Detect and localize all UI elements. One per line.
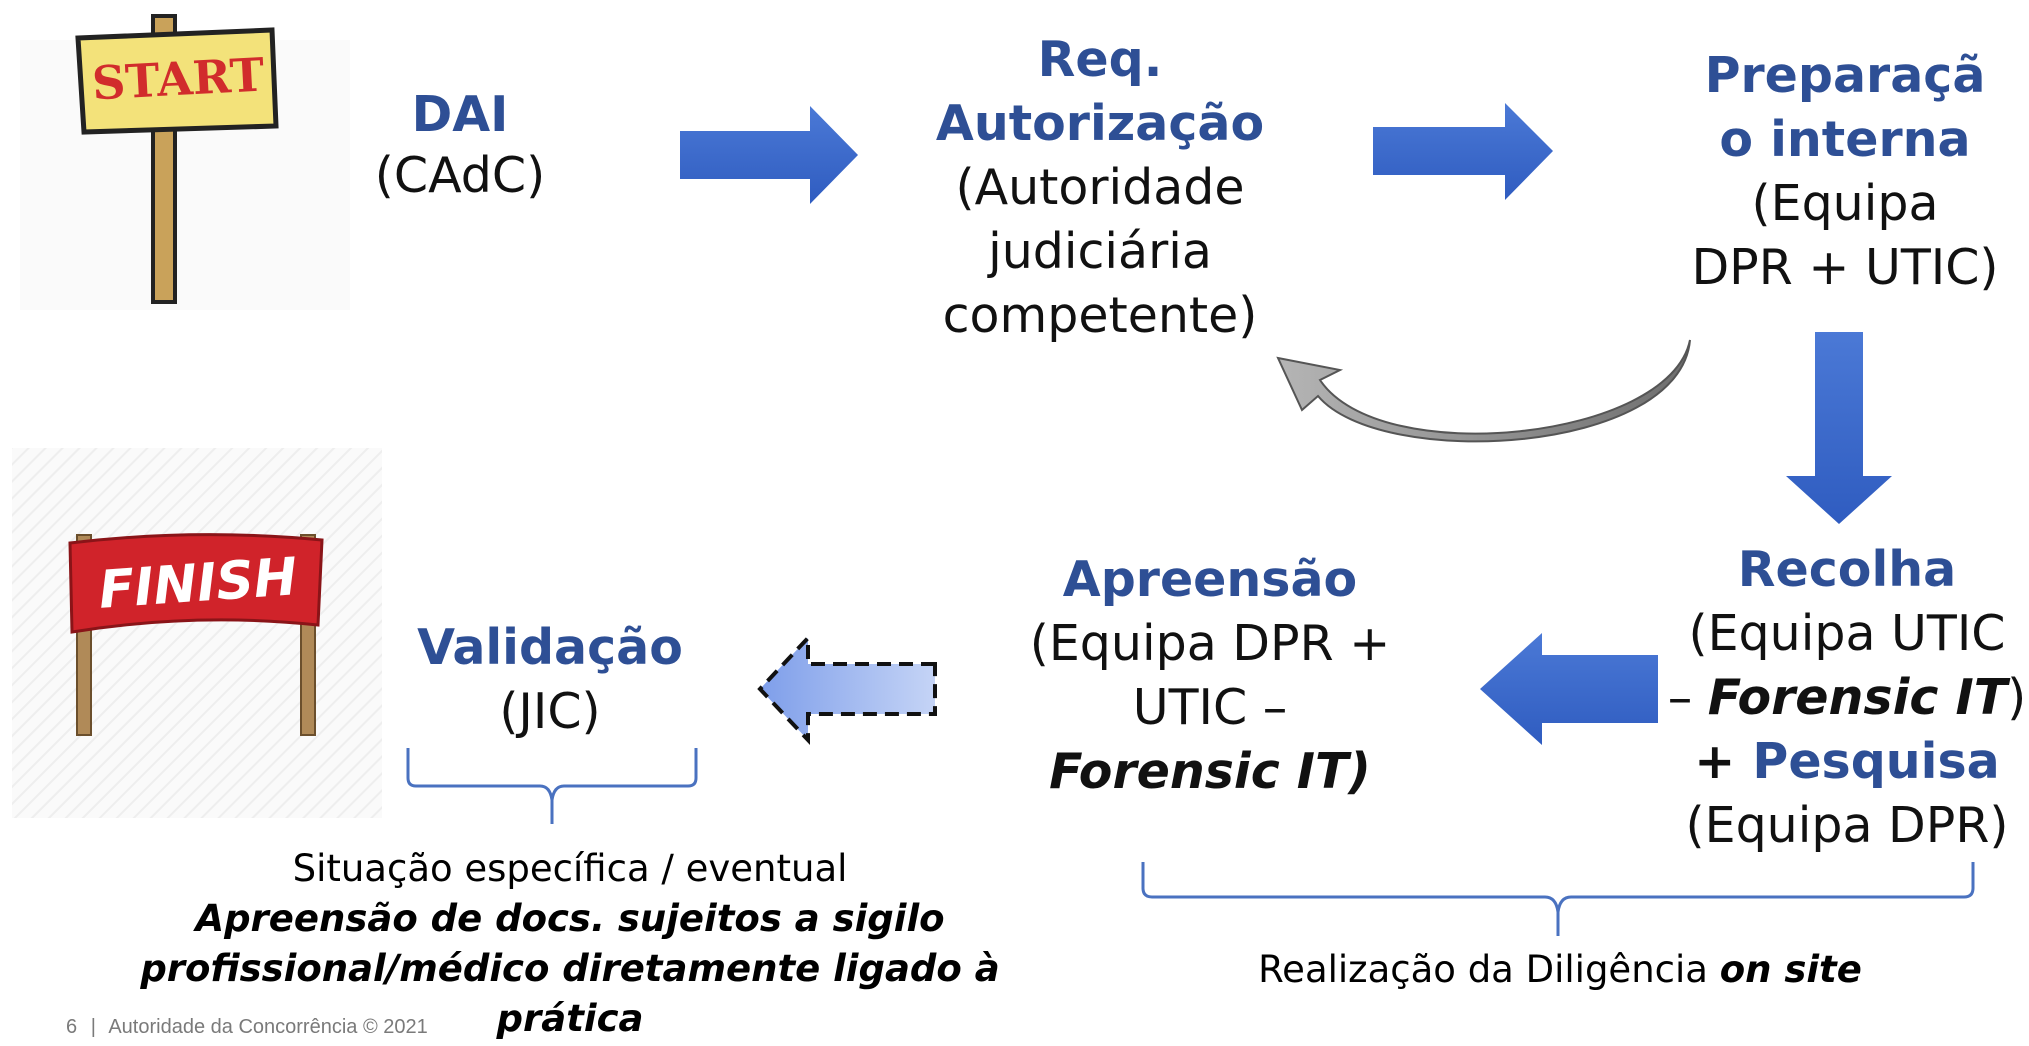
node-recolha-sub-3: (Equipa DPR) (1685, 797, 2009, 854)
node-preparacao-interna: Preparaçã o interna (Equipa DPR + UTIC) (1665, 44, 2025, 300)
node-recolha-plus: + (1694, 733, 1753, 790)
note-left-line-2: Apreensão de docs. sujeitos a sigilo (195, 897, 945, 940)
node-apreensao: Apreensão (Equipa DPR + UTIC – Forensic … (1010, 548, 1410, 804)
arrow-left-dashed (757, 632, 937, 746)
node-recolha-sub-2-post: ) (2007, 669, 2027, 726)
node-req-sub-1: (Autoridade (955, 159, 1245, 216)
footer-separator: | (90, 1016, 96, 1038)
node-apreensao-title: Apreensão (1062, 551, 1358, 608)
note-right: Realização da Diligência on site (1180, 948, 1940, 991)
node-req-title-2: Autorização (935, 95, 1265, 152)
node-recolha: Recolha (Equipa UTIC – Forensic IT) + Pe… (1665, 538, 2029, 858)
start-sign-text: START (90, 47, 266, 111)
node-prep-sub-1: (Equipa (1751, 175, 1939, 232)
node-prep-sub-2: DPR + UTIC) (1691, 239, 1999, 296)
node-validacao-sub: (JIC) (499, 683, 601, 740)
footer-page: 6 (66, 1016, 78, 1038)
node-recolha-sub-1: (Equipa UTIC (1688, 605, 2006, 662)
node-recolha-pesquisa: Pesquisa (1752, 733, 2000, 790)
node-validacao-title: Validação (417, 619, 683, 676)
node-prep-title-2: o interna (1719, 111, 1971, 168)
note-right-text: Realização da Diligência (1258, 948, 1720, 991)
note-left: Situação específica / eventual Apreensão… (130, 844, 1010, 1044)
arrow-right-1 (680, 106, 858, 204)
node-dai-sub: (CAdC) (374, 147, 546, 204)
node-apreensao-sub-1: (Equipa DPR + (1029, 615, 1391, 672)
arrow-right-2 (1373, 103, 1553, 200)
arrow-down (1786, 332, 1892, 524)
node-apreensao-sub-3: Forensic IT) (1049, 743, 1371, 800)
footer-text: Autoridade da Concorrência © 2021 (108, 1016, 428, 1038)
brace-left (406, 748, 698, 824)
note-right-em: on site (1719, 948, 1862, 991)
node-recolha-pesquisa-line: + Pesquisa (1665, 730, 2029, 794)
curved-return-arrow (1276, 339, 1691, 443)
arrow-left-1 (1480, 633, 1658, 745)
finish-banner-image (12, 448, 382, 818)
node-req-autorizacao: Req. Autorização (Autoridade judiciária … (900, 28, 1300, 348)
node-recolha-forensic: Forensic IT (1707, 669, 2008, 726)
note-left-line-4: prática (496, 997, 644, 1040)
node-validacao: Validação (JIC) (400, 616, 700, 744)
brace-right (1141, 862, 1975, 936)
node-recolha-title: Recolha (1737, 541, 1957, 598)
node-apreensao-sub-2: UTIC – (1132, 679, 1288, 736)
node-req-title-1: Req. (1037, 31, 1163, 88)
node-req-sub-2: judiciária (988, 223, 1212, 280)
node-recolha-sub-2: – Forensic IT) (1665, 666, 2029, 730)
start-sign-image (20, 14, 350, 310)
note-left-line-1: Situação específica / eventual (292, 847, 848, 890)
node-prep-title-1: Preparaçã (1704, 47, 1986, 104)
node-recolha-sub-2-pre: – (1667, 669, 1708, 726)
node-req-sub-3: competente) (942, 287, 1258, 344)
footer: 6 | Autoridade da Concorrência © 2021 (66, 1016, 428, 1039)
node-dai: DAI (CAdC) (360, 90, 560, 200)
node-dai-title: DAI (411, 86, 509, 143)
note-left-line-3: profissional/médico diretamente ligado à (140, 947, 1000, 990)
